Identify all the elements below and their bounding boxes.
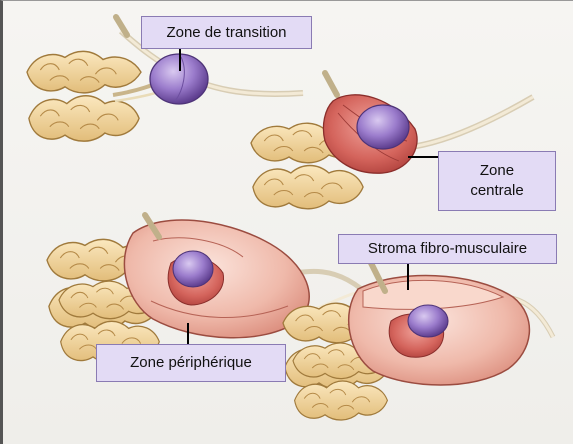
prostate-zones-illustration (3, 1, 573, 444)
label-zone-centrale: Zone centrale (438, 151, 556, 211)
label-zone-peripherique-text: Zone périphérique (130, 354, 252, 371)
peripherique-leader-line (187, 323, 189, 344)
stroma-leader-line (407, 264, 409, 290)
label-zone-de-transition-text: Zone de transition (166, 24, 286, 41)
centrale-leader-line (408, 156, 438, 158)
label-zone-peripherique: Zone périphérique (96, 344, 286, 382)
label-stroma-text: Stroma fibro-musculaire (368, 240, 527, 257)
label-zone-centrale-line2: centrale (439, 181, 555, 201)
label-zone-centrale-line1: Zone (439, 161, 555, 181)
label-stroma-fibro-musculaire: Stroma fibro-musculaire (338, 234, 557, 264)
label-zone-de-transition: Zone de transition (141, 16, 312, 49)
stroma-figure (283, 263, 553, 420)
transition-leader-line (179, 49, 181, 71)
